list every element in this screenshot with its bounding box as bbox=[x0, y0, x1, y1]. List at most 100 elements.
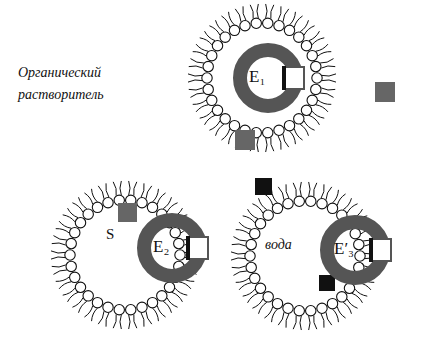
lipid-tail bbox=[322, 80, 336, 82]
lipid-head bbox=[103, 197, 113, 207]
lipid-head bbox=[306, 305, 316, 315]
lipid-tail bbox=[52, 265, 66, 267]
lipid-head bbox=[251, 18, 261, 28]
lipid-tail bbox=[51, 257, 65, 259]
lipid-tail bbox=[92, 189, 98, 202]
lipid-tail bbox=[271, 137, 274, 151]
lipid-tail bbox=[337, 194, 345, 205]
substrate-square bbox=[255, 178, 272, 195]
lipid-tail bbox=[153, 189, 159, 202]
lipid-head bbox=[137, 197, 147, 207]
lipid-tail bbox=[333, 190, 339, 203]
lipid-head bbox=[311, 61, 321, 71]
lipid-tail bbox=[59, 282, 71, 289]
lipid-head bbox=[157, 291, 167, 301]
lipid-tail bbox=[196, 105, 208, 112]
lipid-tail bbox=[141, 183, 144, 197]
lipid-tail bbox=[278, 6, 281, 20]
lipid-tail bbox=[188, 80, 202, 82]
reverse-micelle bbox=[51, 181, 199, 329]
lipid-tail bbox=[84, 306, 92, 317]
lipid-tail bbox=[347, 204, 357, 213]
enzyme-outline bbox=[230, 40, 306, 116]
lipid-tail bbox=[53, 236, 66, 240]
lipid-tail bbox=[188, 74, 202, 76]
lipid-head bbox=[66, 261, 76, 271]
lipid-tail bbox=[190, 93, 203, 97]
lipid-head bbox=[164, 282, 174, 292]
micelle-node: вода E′₃ bbox=[227, 177, 383, 333]
lipid-tail bbox=[316, 44, 328, 51]
lipid-head bbox=[263, 292, 273, 302]
lipid-tail bbox=[272, 190, 278, 203]
water-label: вода bbox=[265, 237, 292, 253]
lipid-head bbox=[283, 198, 293, 208]
lipid-tail bbox=[120, 181, 121, 195]
lipid-tail bbox=[231, 258, 245, 260]
lipid-tail bbox=[236, 278, 249, 282]
lipid-head bbox=[83, 291, 93, 301]
lipid-tail bbox=[318, 52, 331, 56]
lipid-tail bbox=[63, 288, 75, 295]
lipid-head bbox=[283, 303, 293, 313]
enzyme-label: E′₃ bbox=[334, 239, 354, 259]
lipid-tail bbox=[179, 282, 191, 289]
lipid-tail bbox=[243, 216, 255, 223]
substrate-square bbox=[375, 82, 395, 102]
enzyme-shape bbox=[144, 220, 208, 276]
lipid-tail bbox=[321, 314, 324, 328]
solvent-label: Органический растворитель bbox=[18, 62, 118, 106]
lipid-head bbox=[66, 238, 76, 248]
lipid-head bbox=[174, 238, 184, 248]
lipid-head bbox=[307, 50, 317, 60]
lipid-tail bbox=[314, 183, 317, 197]
lipid-tail bbox=[239, 283, 251, 290]
lipid-tail bbox=[52, 243, 66, 245]
lipid-tail bbox=[309, 31, 319, 40]
lipid-tail bbox=[304, 26, 314, 35]
lipid-head bbox=[75, 217, 85, 227]
lipid-head bbox=[250, 273, 260, 283]
lipid-head bbox=[337, 292, 347, 302]
lipid-tail bbox=[278, 312, 284, 325]
lipid-tail bbox=[79, 197, 87, 208]
lipid-head bbox=[317, 198, 327, 208]
lipid-tail bbox=[141, 313, 144, 327]
lipid-tail bbox=[113, 314, 116, 328]
lipid-tail bbox=[322, 74, 336, 76]
lipid-tail bbox=[312, 111, 324, 118]
lipid-tail bbox=[312, 38, 324, 45]
lipid-tail bbox=[316, 105, 328, 112]
lipid-tail bbox=[216, 20, 224, 31]
lipid-tail bbox=[337, 307, 345, 318]
lipid-head bbox=[284, 25, 294, 35]
lipid-tail bbox=[326, 312, 332, 325]
lipid-tail bbox=[189, 88, 203, 90]
lipid-tail bbox=[98, 186, 104, 199]
lipid-tail bbox=[355, 289, 367, 296]
lipid-tail bbox=[63, 215, 75, 222]
lipid-tail bbox=[309, 115, 319, 124]
lipid-tail bbox=[113, 182, 116, 196]
enzyme-node: E₁ bbox=[230, 40, 306, 116]
enzyme-label: E₂ bbox=[153, 237, 169, 257]
lipid-tail bbox=[72, 298, 82, 307]
lipid-head bbox=[137, 302, 147, 312]
micelle-outline bbox=[227, 177, 383, 333]
lipid-head bbox=[301, 40, 311, 50]
lipid-tail bbox=[333, 309, 339, 322]
lipid-head bbox=[284, 120, 294, 130]
lipid-head bbox=[306, 196, 316, 206]
lipid-head bbox=[294, 114, 304, 124]
lipid-head bbox=[355, 251, 365, 261]
enzyme-shape bbox=[327, 222, 391, 278]
lipid-tail bbox=[320, 93, 333, 97]
lipid-head bbox=[294, 196, 304, 206]
lipid-tail bbox=[51, 251, 65, 253]
lipid-tail bbox=[229, 131, 235, 144]
lipid-tail bbox=[290, 12, 296, 25]
enzyme-node: E₂ bbox=[134, 210, 210, 286]
lipid-tail bbox=[290, 131, 296, 144]
lipid-tail bbox=[229, 12, 235, 25]
enzyme-outline bbox=[134, 210, 210, 286]
